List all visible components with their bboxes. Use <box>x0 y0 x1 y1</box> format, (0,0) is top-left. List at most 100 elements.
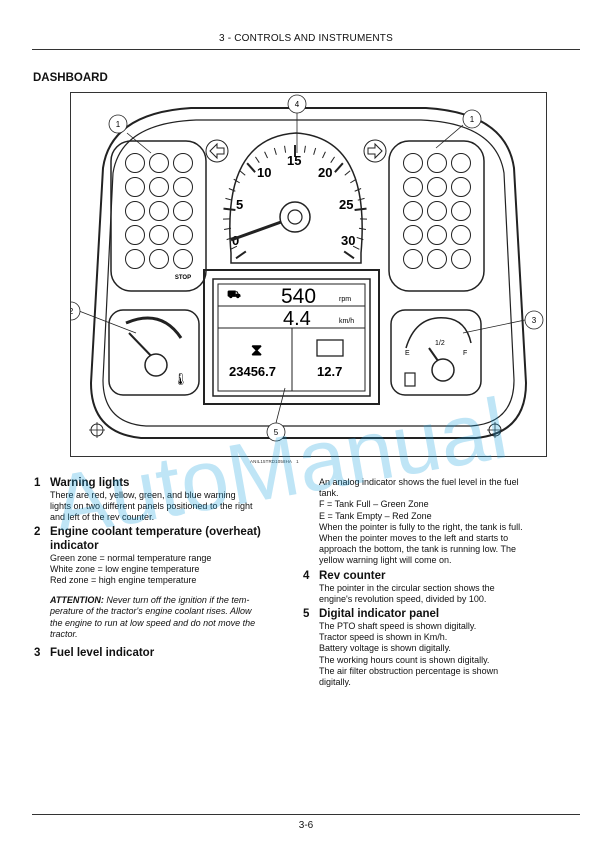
attention-note: ATTENTION: Never turn off the ignition i… <box>50 595 256 639</box>
warning-light-icon <box>403 177 423 197</box>
warning-light-icon <box>125 177 145 197</box>
rev-tick-mark <box>284 145 287 153</box>
rev-tick-mark <box>354 207 367 212</box>
rev-tick-mark <box>228 188 236 192</box>
svg-text:12.7: 12.7 <box>317 364 342 379</box>
fuel-pump-icon <box>404 372 416 387</box>
svg-text:F: F <box>463 350 467 357</box>
svg-text:540: 540 <box>281 285 316 308</box>
warning-light-icon <box>149 177 169 197</box>
battery-icon <box>316 339 344 357</box>
rev-tick-mark <box>334 162 344 173</box>
warning-light-icon <box>173 249 193 269</box>
rev-tick-mark <box>358 227 366 230</box>
right-column: An analog indicator shows the fuel level… <box>303 477 563 688</box>
rev-tick-mark <box>239 170 246 176</box>
rev-tick-mark <box>226 236 234 241</box>
rev-tick-mark <box>264 151 268 159</box>
item-text: Green zone = normal temperature range Wh… <box>50 552 212 586</box>
warning-light-icon <box>451 249 471 269</box>
rev-tick-mark <box>350 178 357 184</box>
rev-tick-mark <box>273 147 277 155</box>
right-turn-indicator-icon <box>363 139 387 163</box>
warning-light-icon <box>451 153 471 173</box>
dashboard-figure: STOP 0 5 10 15 20 25 30 ⛟ 540 rpm 4 <box>61 92 547 457</box>
tractor-icon: ⛟ <box>227 289 241 301</box>
callout-3: 3 <box>462 310 544 334</box>
warning-light-icon <box>125 153 145 173</box>
warning-light-icon <box>451 177 471 197</box>
svg-text:3: 3 <box>532 316 537 325</box>
rev-tick-label: 10 <box>257 165 271 180</box>
svg-text:23456.7: 23456.7 <box>229 364 276 379</box>
thermometer-icon: 🌡 <box>173 372 188 386</box>
warning-light-icon <box>125 225 145 245</box>
rev-tick-mark <box>246 162 256 173</box>
rev-counter: 0 5 10 15 20 25 30 <box>223 132 367 264</box>
svg-text:5: 5 <box>274 428 279 437</box>
warning-light-icon <box>173 177 193 197</box>
rev-tick-label: 30 <box>341 233 355 248</box>
footer-rule <box>32 814 580 815</box>
item-text: The PTO shaft speed is shown digitally. … <box>319 621 499 688</box>
item-text: There are red, yellow, green, and blue w… <box>50 490 253 523</box>
svg-text:E: E <box>405 350 410 357</box>
section-title: DASHBOARD <box>33 72 108 84</box>
warning-light-icon <box>173 201 193 221</box>
svg-text:km/h: km/h <box>339 318 354 325</box>
rev-tick-mark <box>225 197 233 201</box>
fuel-level-gauge: E 1/2 F <box>390 309 482 396</box>
digital-indicator-panel: ⛟ 540 rpm 4.4 km/h ⧗ 23456.7 12.7 <box>203 269 380 405</box>
rev-tick-mark <box>357 197 365 201</box>
warning-light-icon <box>125 249 145 269</box>
coolant-temperature-gauge: 🌡 <box>108 309 200 396</box>
item-text: The pointer in the circular section show… <box>319 582 495 604</box>
rev-tick-label: 15 <box>287 153 301 168</box>
left-turn-indicator-icon <box>205 139 229 163</box>
warning-light-icon <box>149 225 169 245</box>
warning-light-icon <box>427 249 447 269</box>
rev-tick-mark <box>224 227 232 230</box>
callout-5: 5 <box>266 387 286 442</box>
warning-light-icon <box>451 201 471 221</box>
mount-bolt-icon <box>487 422 503 438</box>
rev-tick-mark <box>343 250 355 260</box>
rev-tick-mark <box>352 245 360 250</box>
left-warning-panel: STOP <box>110 140 207 292</box>
warning-light-icon <box>427 153 447 173</box>
callout-2: 2 <box>61 301 137 334</box>
mount-bolt-icon <box>89 422 105 438</box>
rev-tick-label: 25 <box>339 197 353 212</box>
rev-tick-mark <box>322 151 326 159</box>
warning-light-icon <box>403 225 423 245</box>
svg-text:rpm: rpm <box>339 296 351 303</box>
svg-text:1: 1 <box>470 115 475 124</box>
rev-tick-mark <box>235 250 247 260</box>
rev-tick-label: 0 <box>232 233 239 248</box>
header-rule <box>32 49 580 50</box>
warning-light-icon <box>173 225 193 245</box>
rev-tick-mark <box>354 188 362 192</box>
rev-tick-label: 20 <box>318 165 332 180</box>
hourglass-icon: ⧗ <box>251 342 262 359</box>
rev-tick-mark <box>230 245 238 250</box>
rev-tick-mark <box>223 207 236 212</box>
warning-light-icon <box>173 153 193 173</box>
page-number: 3-6 <box>298 820 314 831</box>
warning-light-icon <box>149 153 169 173</box>
warning-light-icon <box>403 153 423 173</box>
warning-light-icon <box>149 201 169 221</box>
rev-tick-mark <box>344 170 351 176</box>
rev-tick-mark <box>255 156 260 163</box>
rev-tick-mark <box>356 236 364 241</box>
svg-text:1/2: 1/2 <box>435 340 445 347</box>
warning-light-icon <box>427 177 447 197</box>
svg-text:1: 1 <box>116 120 121 129</box>
warning-light-icon <box>403 249 423 269</box>
warning-light-icon <box>451 225 471 245</box>
